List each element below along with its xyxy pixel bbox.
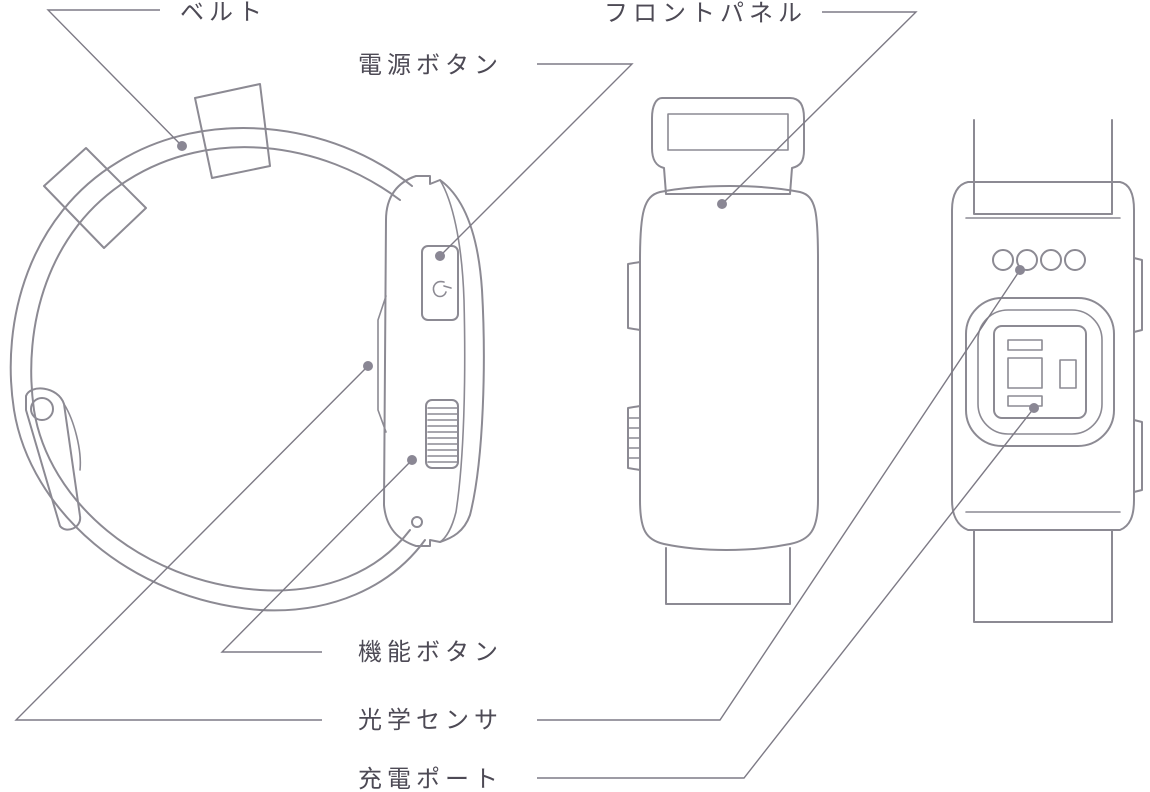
label-power-button: 電源ボタン xyxy=(358,51,503,79)
back-view xyxy=(951,119,1143,623)
dot-belt xyxy=(177,141,187,151)
watch-body-side-inner xyxy=(439,179,466,543)
watch-body-side xyxy=(383,175,485,547)
belt-band-outer xyxy=(9,126,426,612)
sensor-housing-outer xyxy=(965,297,1115,447)
back-side-button-bottom xyxy=(1133,419,1143,493)
label-belt: ベルト xyxy=(180,0,267,26)
front-side-button-ridges xyxy=(627,417,641,459)
leader-sensor-back xyxy=(537,269,1021,721)
label-optical-sensor: 光学センサ xyxy=(358,706,503,734)
dot-power-button xyxy=(435,251,445,261)
leader-charge-port xyxy=(537,407,1035,779)
buckle-tongue-edge xyxy=(63,403,82,471)
back-body xyxy=(951,181,1135,531)
charge-contact-icon xyxy=(1040,249,1062,271)
leader-belt xyxy=(46,9,183,147)
function-button-ridges xyxy=(427,407,459,463)
belt-keeper-top xyxy=(194,83,271,179)
dot-front-panel xyxy=(717,199,727,209)
charge-contact-icon xyxy=(1016,249,1038,271)
sensor-bump-side xyxy=(377,295,387,433)
label-function-button: 機能ボタン xyxy=(358,638,503,666)
leader-lines xyxy=(14,9,1035,779)
front-strap-top xyxy=(651,97,805,195)
sensor-led-bottom xyxy=(1007,395,1043,407)
charge-contact-icon xyxy=(992,249,1014,271)
back-side-button-top xyxy=(1133,257,1143,333)
leader-function-button xyxy=(220,459,413,653)
dot-function-button xyxy=(407,455,417,465)
front-strap-top-inner xyxy=(667,113,789,151)
side-view xyxy=(9,83,485,612)
charge-contact-icon xyxy=(1064,249,1086,271)
function-button-side xyxy=(425,399,459,469)
dot-charge-port xyxy=(1029,403,1039,413)
power-button-side xyxy=(421,245,459,321)
leader-sensor-side xyxy=(14,365,369,721)
belt-band-inner xyxy=(30,146,411,592)
front-strap-bottom xyxy=(665,547,791,605)
leader-power-button xyxy=(439,63,634,257)
leader-dots xyxy=(177,141,1039,465)
dot-sensor-back xyxy=(1015,265,1025,275)
label-front-panel: フロントパネル xyxy=(604,0,807,27)
buckle-tongue xyxy=(25,387,82,531)
sensor-led-top xyxy=(1007,339,1043,351)
front-view xyxy=(627,97,819,605)
side-hole-icon xyxy=(411,516,423,528)
leader-front-panel xyxy=(721,11,918,205)
labels: ベルト 電源ボタン フロントパネル 機能ボタン 光学センサ 充電ポート xyxy=(180,0,807,792)
dot-sensor-side xyxy=(363,361,373,371)
power-icon xyxy=(432,280,447,298)
front-panel xyxy=(639,185,819,551)
sensor-window xyxy=(993,325,1087,419)
buckle-pin-icon xyxy=(30,397,54,421)
sensor-photodiode xyxy=(1007,357,1043,389)
back-strap-bottom xyxy=(973,529,1113,623)
sensor-housing-ring xyxy=(977,309,1103,435)
label-charge-port: 充電ポート xyxy=(358,765,503,792)
front-side-button-top xyxy=(627,261,641,331)
belt-keeper-left xyxy=(43,147,147,249)
back-strap-top xyxy=(973,119,1113,215)
sensor-led-right xyxy=(1059,359,1077,389)
